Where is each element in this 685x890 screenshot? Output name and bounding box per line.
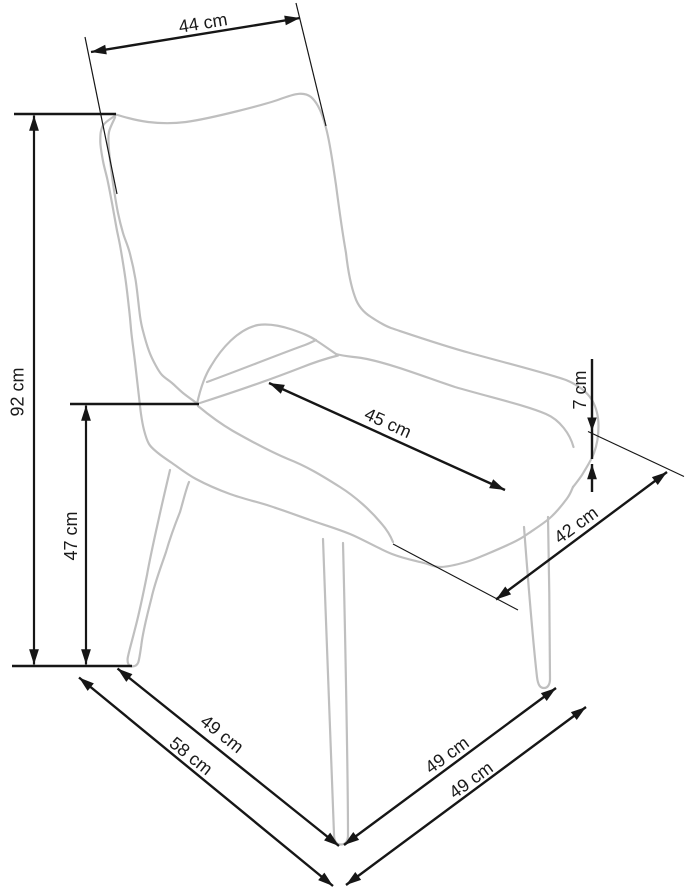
svg-text:47 cm: 47 cm <box>61 511 81 560</box>
svg-text:7 cm: 7 cm <box>570 370 590 409</box>
svg-text:92 cm: 92 cm <box>8 367 28 416</box>
